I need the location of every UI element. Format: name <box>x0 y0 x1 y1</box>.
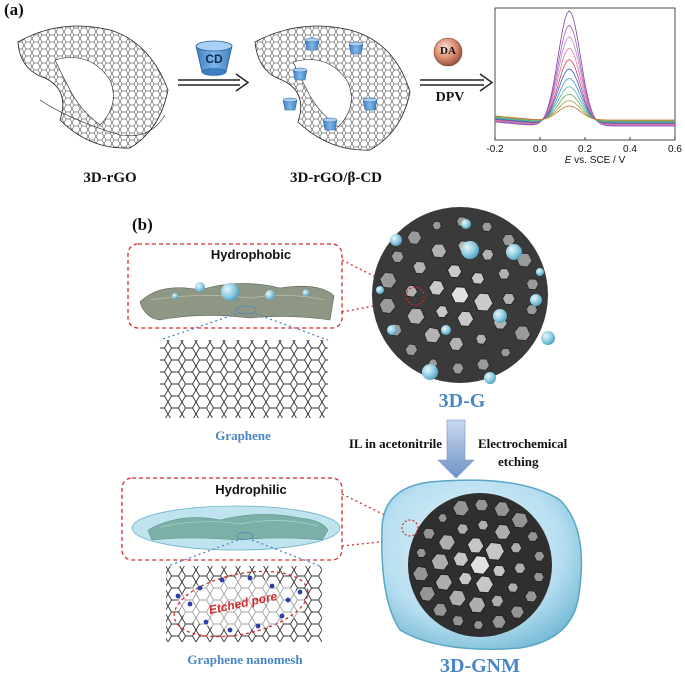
arrow-cd-to-dpv <box>420 74 492 91</box>
cd-molecule <box>323 118 337 130</box>
rgo-cd-sheet-graphic <box>255 26 410 150</box>
panel-b-letter: (b) <box>132 215 153 235</box>
water-droplet <box>461 241 479 259</box>
step-right-label-1: Electrochemical <box>478 436 588 452</box>
network-pore <box>475 499 488 511</box>
edge-atom <box>198 586 203 591</box>
network-pore <box>452 616 464 626</box>
network-pore <box>498 269 510 280</box>
water-droplet <box>530 294 542 306</box>
edge-atom <box>256 624 261 629</box>
water-droplet <box>493 309 507 323</box>
water-droplet <box>541 331 555 345</box>
label-3d-rgo: 3D-rGO <box>50 170 170 187</box>
dpv-tick-label: 0.2 <box>578 144 592 155</box>
etching-arrow <box>438 420 474 478</box>
cd-badge-label: CD <box>198 52 230 66</box>
panel-a-letter: (a) <box>4 0 24 20</box>
water-droplet <box>422 364 438 380</box>
3d-graphene-network <box>372 207 548 383</box>
edge-atom <box>188 602 193 607</box>
dpv-tick-label: 0.0 <box>533 144 547 155</box>
graphene-nanomesh-label: Graphene nanomesh <box>150 652 340 668</box>
network-pore <box>526 305 537 315</box>
cd-molecule <box>293 68 307 80</box>
graphene-lattice <box>160 340 328 418</box>
network-pore <box>508 583 519 593</box>
network-pore <box>473 621 483 630</box>
edge-atom <box>298 590 303 595</box>
edge-atom <box>176 594 181 599</box>
network-pore <box>416 548 426 557</box>
edge-atom <box>280 614 285 619</box>
water-droplet <box>506 244 522 260</box>
arrow-rgo-to-cd <box>178 74 248 91</box>
label-3d-rgo-cd: 3D-rGO/β-CD <box>266 170 406 187</box>
cd-molecule <box>349 42 363 54</box>
network-pore <box>493 565 506 576</box>
graphene-label: Graphene <box>168 428 318 444</box>
network-pore <box>527 279 539 290</box>
dpv-curves <box>495 11 675 126</box>
da-badge-label: DA <box>434 45 462 57</box>
label-3d-gnm: 3D-GNM <box>420 655 540 678</box>
water-droplet <box>390 234 402 246</box>
network-pore <box>471 273 484 285</box>
dpv-curve <box>495 25 675 125</box>
water-droplet <box>441 325 451 335</box>
hydrophilic-surface <box>132 506 340 550</box>
water-droplet <box>536 268 544 276</box>
water-droplet <box>387 325 397 335</box>
hydrophobic-label: Hydrophobic <box>196 247 306 262</box>
edge-atom <box>220 578 225 583</box>
hydrophobic-surface <box>140 282 334 320</box>
step-left-label: IL in acetonitrile <box>330 436 442 452</box>
dpv-tick-label: 0.4 <box>623 144 637 155</box>
label-3d-g: 3D-G <box>412 390 512 413</box>
step-right-label-2: etching <box>478 454 588 470</box>
edge-atom <box>204 620 209 625</box>
cd-molecule <box>305 38 319 50</box>
water-droplet <box>376 286 384 294</box>
water-droplet <box>461 219 471 229</box>
dpv-plot: -0.2 0.0 0.2 0.4 0.6 <box>486 8 682 155</box>
cd-molecule <box>283 98 297 110</box>
dpv-tick-label: 0.6 <box>668 144 682 155</box>
network-pore <box>501 348 511 357</box>
edge-atom <box>248 576 253 581</box>
x-axis-rest: vs. SCE / V <box>571 155 625 166</box>
edge-atom <box>228 628 233 633</box>
3d-gnm-network <box>382 480 582 649</box>
rgo-sheet-graphic <box>18 26 168 148</box>
dpv-label: DPV <box>430 90 470 106</box>
edge-atom <box>270 584 275 589</box>
network-pore <box>432 221 441 229</box>
network-pore <box>534 572 545 581</box>
hydrophilic-label: Hydrophilic <box>196 482 306 497</box>
dpv-curve <box>495 94 675 121</box>
water-droplet <box>484 372 496 384</box>
dpv-tick-label: -0.2 <box>486 144 504 155</box>
dpv-x-axis-label: E vs. SCE / V <box>525 155 665 166</box>
cd-molecule <box>363 98 377 110</box>
